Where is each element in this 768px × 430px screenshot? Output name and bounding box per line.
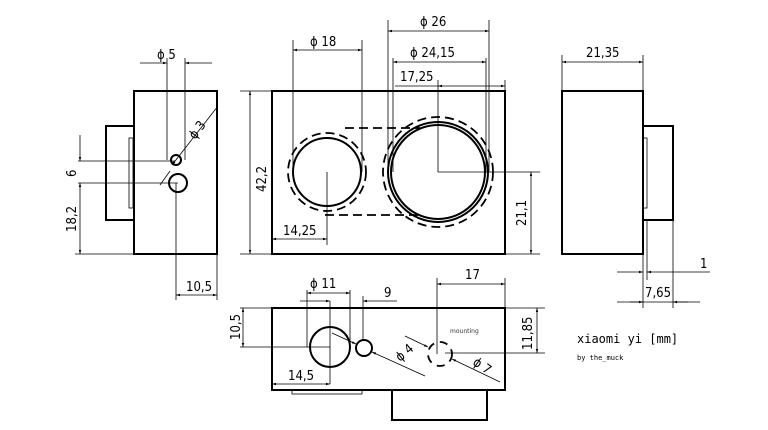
bottom-view: ϕ 11 9 17 10,5 11,85 14,5 ϕ 4 ϕ 7 mounti… xyxy=(229,268,545,421)
dim-right-7-65: 7,65 xyxy=(645,286,671,301)
dim-bottom-10-5: 10,5 xyxy=(229,314,244,340)
dim-bottom-17: 17 xyxy=(465,268,480,283)
dim-front-14-25: 14,25 xyxy=(283,224,316,239)
drawing-title: xiaomi yi [mm] xyxy=(577,332,678,346)
dim-front-42-2: 42,2 xyxy=(255,166,270,192)
dim-right-21-35: 21,35 xyxy=(586,46,619,61)
left-side-view: ϕ 5 ϕ 3 6 18,2 10,5 xyxy=(65,48,219,300)
dim-bottom-d11: ϕ 11 xyxy=(310,277,336,292)
dim-front-17-25: 17,25 xyxy=(400,70,433,85)
dim-front-d18: ϕ 18 xyxy=(310,35,336,50)
drawing-author: by the_muck xyxy=(577,354,624,362)
dim-left-d5: ϕ 5 xyxy=(157,48,176,63)
dim-left-6: 6 xyxy=(65,170,80,177)
dim-front-d24-15: ϕ 24,15 xyxy=(410,46,455,61)
dim-left-18-2: 18,2 xyxy=(65,206,80,232)
dim-bottom-d4: ϕ 4 xyxy=(393,341,417,365)
dim-bottom-14-5: 14,5 xyxy=(288,369,314,384)
dim-left-10-5: 10,5 xyxy=(186,280,212,295)
dim-front-d26: ϕ 26 xyxy=(420,15,446,30)
mounting-note: mounting xyxy=(450,328,479,335)
front-view: 42,2 ϕ 18 ϕ 26 ϕ 24,15 17,25 21,1 14,25 xyxy=(240,15,540,255)
dim-bottom-9: 9 xyxy=(384,286,391,301)
dim-bottom-d7: ϕ 7 xyxy=(470,355,494,378)
dim-front-21-1: 21,1 xyxy=(515,200,530,226)
dim-right-1: 1 xyxy=(700,257,707,272)
right-side-view: 21,35 1 7,65 xyxy=(561,46,710,308)
dim-bottom-11-85: 11,85 xyxy=(521,317,536,350)
